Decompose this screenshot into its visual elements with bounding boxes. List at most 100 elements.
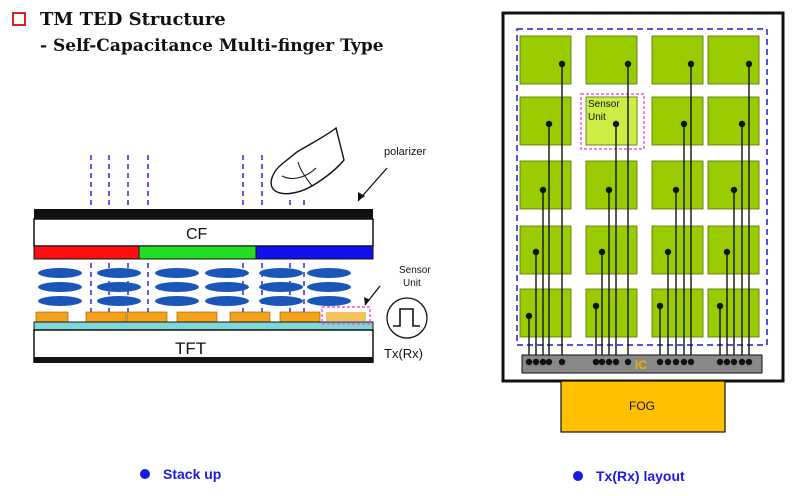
sensor-unit-box (580, 93, 645, 150)
sensor-pad (585, 160, 638, 210)
electrode (126, 311, 168, 323)
sensor-pad (651, 96, 704, 146)
sensor-pad (651, 225, 704, 275)
lc-molecule (97, 268, 141, 278)
tft-base-layer (34, 357, 373, 363)
via-dot (745, 60, 753, 68)
via-dot (687, 60, 695, 68)
square-wave-icon (393, 308, 420, 327)
sensor-pad (707, 96, 760, 146)
sensor-label-line2: Unit (403, 278, 421, 289)
electrode-layer (35, 311, 321, 323)
ic-pin-dot (716, 358, 724, 366)
polarizer-arrowhead (358, 192, 365, 201)
ic-pin-dot (545, 358, 553, 366)
sensor-label-line1: Sensor (399, 265, 431, 276)
sensor-pad (519, 225, 572, 275)
sensor-pad (519, 160, 572, 210)
sensor-pad (585, 288, 638, 338)
liquid-crystal-layer (38, 268, 351, 306)
page-subtitle: - Self-Capacitance Multi-finger Type (40, 36, 384, 56)
tft-label: TFT (175, 339, 206, 358)
sensor-unit-highlight (321, 306, 371, 325)
stack-up-diagram: CF TFT Sensor Unit Tx(Rx) polarizer (33, 126, 431, 363)
via-dot (664, 248, 672, 256)
lc-molecule (38, 296, 82, 306)
via-dot (672, 186, 680, 194)
sensor-pad (519, 35, 572, 85)
via-dot (730, 186, 738, 194)
pulse-signal-icon (386, 297, 428, 339)
sensor-pad (651, 35, 704, 85)
ic-pin-dot (558, 358, 566, 366)
via-dot (656, 302, 664, 310)
ic-pin-dot (656, 358, 664, 366)
ic-pin-dot (539, 358, 547, 366)
lc-molecule (38, 282, 82, 292)
lc-molecule (259, 282, 303, 292)
sensor-pad (519, 96, 572, 146)
via-dot (545, 120, 553, 128)
ic-pin-dot (687, 358, 695, 366)
ic-pin-dot (730, 358, 738, 366)
via-dot (738, 120, 746, 128)
lc-molecule (38, 268, 82, 278)
sensor-pad (585, 225, 638, 275)
layout-caption: Tx(Rx) layout (596, 468, 685, 484)
via-dot (558, 60, 566, 68)
via-dot (624, 60, 632, 68)
lc-molecule (259, 268, 303, 278)
cf-label: CF (186, 226, 208, 243)
via-dot (723, 248, 731, 256)
page-title: TM TED Structure (40, 9, 226, 30)
via-dot (598, 248, 606, 256)
lc-molecule (155, 268, 199, 278)
lc-molecule (307, 282, 351, 292)
lc-molecule (155, 296, 199, 306)
electrode (176, 311, 218, 323)
ic-pin-dot (664, 358, 672, 366)
ic-pin-dot (605, 358, 613, 366)
sensor-pad (519, 288, 572, 338)
ic-pin-dot (598, 358, 606, 366)
ic-pin-dot (680, 358, 688, 366)
lc-molecule (97, 296, 141, 306)
sensor-unit-label-line1: Sensor (588, 99, 620, 110)
sensor-pointer-arrowhead (364, 297, 370, 305)
ic-pins (525, 358, 753, 366)
ic-pin-dot (624, 358, 632, 366)
via-dot (525, 312, 533, 320)
ic-pin-dot (525, 358, 533, 366)
lc-molecule (259, 296, 303, 306)
ic-pin-dot (592, 358, 600, 366)
via-dot (612, 120, 620, 128)
sensor-pad (585, 35, 638, 85)
cf-layer (33, 218, 374, 247)
via-dot (532, 248, 540, 256)
color-filter-green (138, 245, 257, 260)
ic-chip (521, 354, 763, 374)
caption-bullet-icon (573, 471, 583, 481)
ic-pin-dot (672, 358, 680, 366)
lc-molecule (205, 268, 249, 278)
fog-block (560, 380, 726, 433)
fog-label: FOG (629, 399, 655, 413)
active-area-boundary (516, 28, 768, 346)
lc-molecule (155, 282, 199, 292)
via-dot (592, 302, 600, 310)
common-electrode-layer (33, 321, 374, 331)
txrx-layout-diagram: Sensor Unit IC FOG (501, 11, 785, 433)
ic-pin-dot (723, 358, 731, 366)
ic-label: IC (635, 358, 647, 372)
ic-pin-dot (532, 358, 540, 366)
electrode (229, 311, 271, 323)
lc-molecule (307, 296, 351, 306)
routing-traces (525, 60, 753, 360)
via-dot (539, 186, 547, 194)
color-filter-blue (255, 245, 374, 260)
electrode (85, 311, 127, 323)
lc-molecule (205, 296, 249, 306)
via-dot (605, 186, 613, 194)
electrode (35, 311, 69, 323)
color-filter-red (33, 245, 140, 260)
